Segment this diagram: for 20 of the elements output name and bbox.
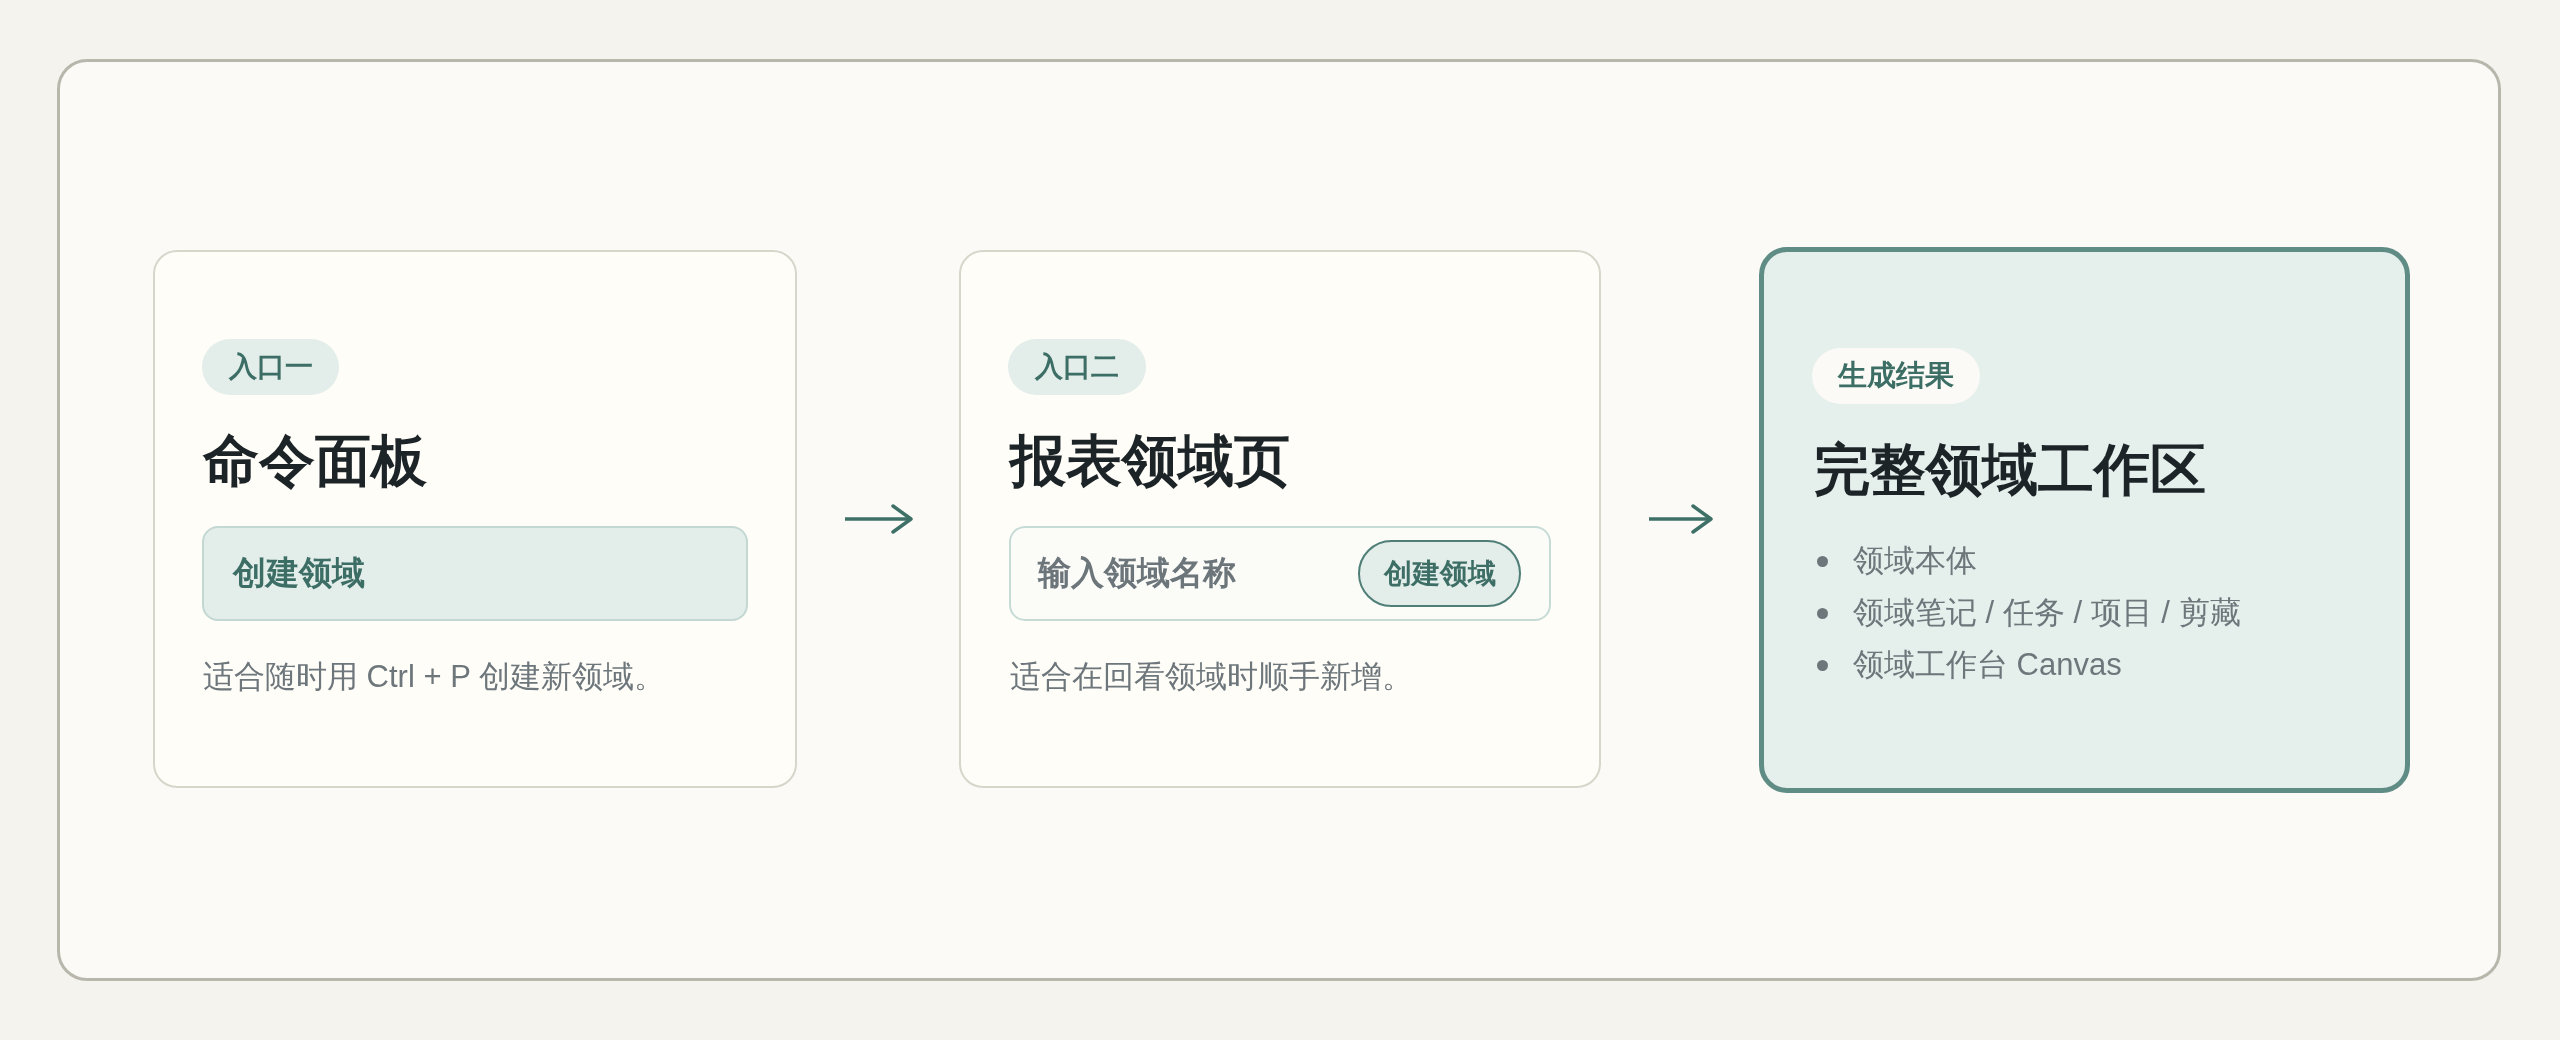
card-title: 报表领域页: [1010, 428, 1290, 494]
list-item-text: 领域本体: [1853, 542, 1977, 580]
arrow: [1649, 504, 1713, 534]
create-button: 创建领域: [1358, 540, 1521, 607]
list-item-text: 领域笔记 / 任务 / 项目 / 剪藏: [1853, 594, 2241, 632]
step-badge: 入口一: [202, 339, 339, 395]
step-card: [959, 250, 1601, 788]
list-item-text: 领域工作台 Canvas: [1853, 646, 2122, 684]
description-text: 适合随时用 Ctrl + P 创建新领域。: [203, 658, 665, 696]
input-field: [1009, 526, 1551, 621]
step-badge: 入口二: [1008, 339, 1146, 395]
result-badge: 生成结果: [1812, 348, 1980, 404]
result-card: [1759, 247, 2410, 793]
placeholder-text: 输入领域名称: [1038, 553, 1236, 593]
card-title: 命令面板: [203, 428, 427, 494]
step-card: [153, 250, 797, 788]
card-title: 完整领域工作区: [1814, 437, 2206, 503]
command-item: 创建领域: [202, 526, 748, 621]
arrow: [845, 504, 913, 534]
description-text: 适合在回看领域时顺手新增。: [1010, 658, 1413, 696]
